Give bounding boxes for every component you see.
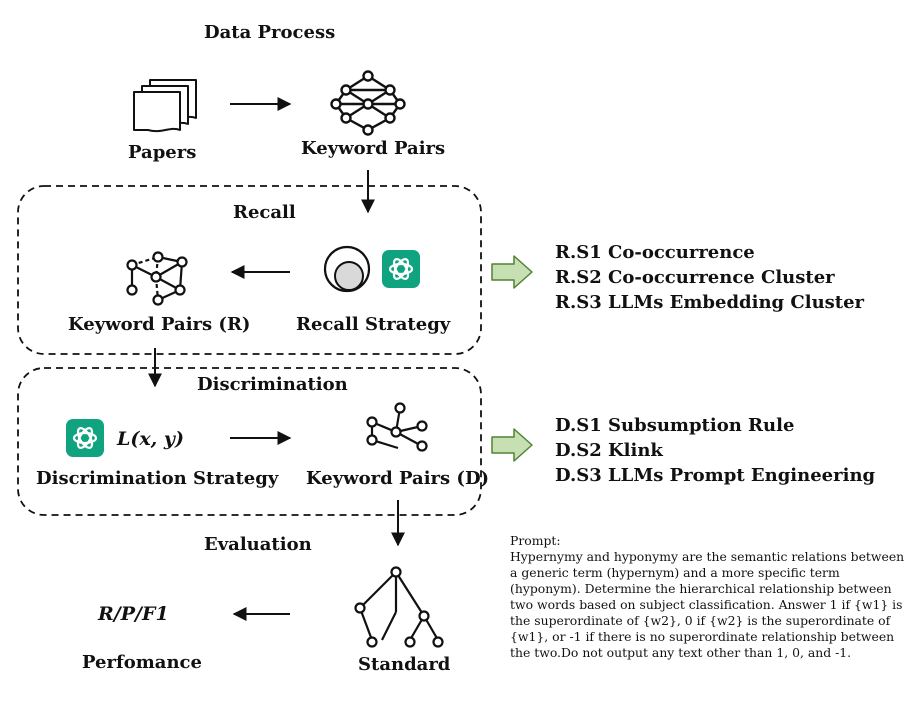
discrimination-strategy-item: D.S3 LLMs Prompt Engineering (555, 465, 876, 486)
discrimination-strategy-item: D.S1 Subsumption Rule (555, 415, 795, 436)
standard-tree-icon (354, 566, 444, 648)
chatgpt-logo-discrimination-icon (64, 417, 106, 459)
recall-section-title: Recall (233, 202, 296, 223)
discrimination-strategies-list: D.S1 Subsumption Rule D.S2 Klink D.S3 LL… (555, 413, 875, 488)
performance-label: Perfomance (82, 652, 202, 673)
prompt-box: Prompt: Hypernymy and hyponymy are the s… (510, 533, 905, 661)
graph-r-icon (126, 251, 188, 306)
network-icon (330, 70, 406, 136)
discrimination-strategies-arrow-icon (491, 428, 533, 462)
flow-arrows (148, 97, 405, 621)
discrimination-section-box (17, 367, 482, 516)
discrimination-section-title: Discrimination (197, 374, 348, 395)
loss-function-label: L(x, y) (117, 428, 184, 450)
keyword-pairs-d-label: Keyword Pairs (D) (306, 468, 490, 489)
prompt-body: Hypernymy and hyponymy are the semantic … (510, 549, 905, 660)
recall-circles-icon (323, 245, 371, 293)
papers-icon (133, 79, 197, 133)
graph-d-icon (366, 402, 428, 452)
recall-strategy-label: Recall Strategy (296, 314, 451, 335)
recall-section-box (17, 185, 482, 355)
metric-label: R/P/F1 (98, 603, 169, 625)
discrimination-strategy-item: D.S2 Klink (555, 440, 663, 461)
recall-strategies-list: R.S1 Co-occurrence R.S2 Co-occurrence Cl… (555, 240, 864, 315)
evaluation-section-title: Evaluation (204, 534, 312, 555)
keyword-pairs-label: Keyword Pairs (301, 138, 446, 159)
papers-label: Papers (128, 142, 197, 163)
keyword-pairs-r-label: Keyword Pairs (R) (68, 314, 251, 335)
discrimination-strategy-label: Discrimination Strategy (36, 468, 279, 489)
recall-strategy-item: R.S2 Co-occurrence Cluster (555, 267, 835, 288)
prompt-title: Prompt: (510, 533, 561, 548)
recall-strategy-item: R.S1 Co-occurrence (555, 242, 755, 263)
standard-label: Standard (358, 654, 451, 675)
recall-strategy-item: R.S3 LLMs Embedding Cluster (555, 292, 865, 313)
chatgpt-logo-recall-icon (380, 248, 422, 290)
page-title: Data Process (204, 22, 336, 43)
recall-strategies-arrow-icon (491, 255, 533, 289)
